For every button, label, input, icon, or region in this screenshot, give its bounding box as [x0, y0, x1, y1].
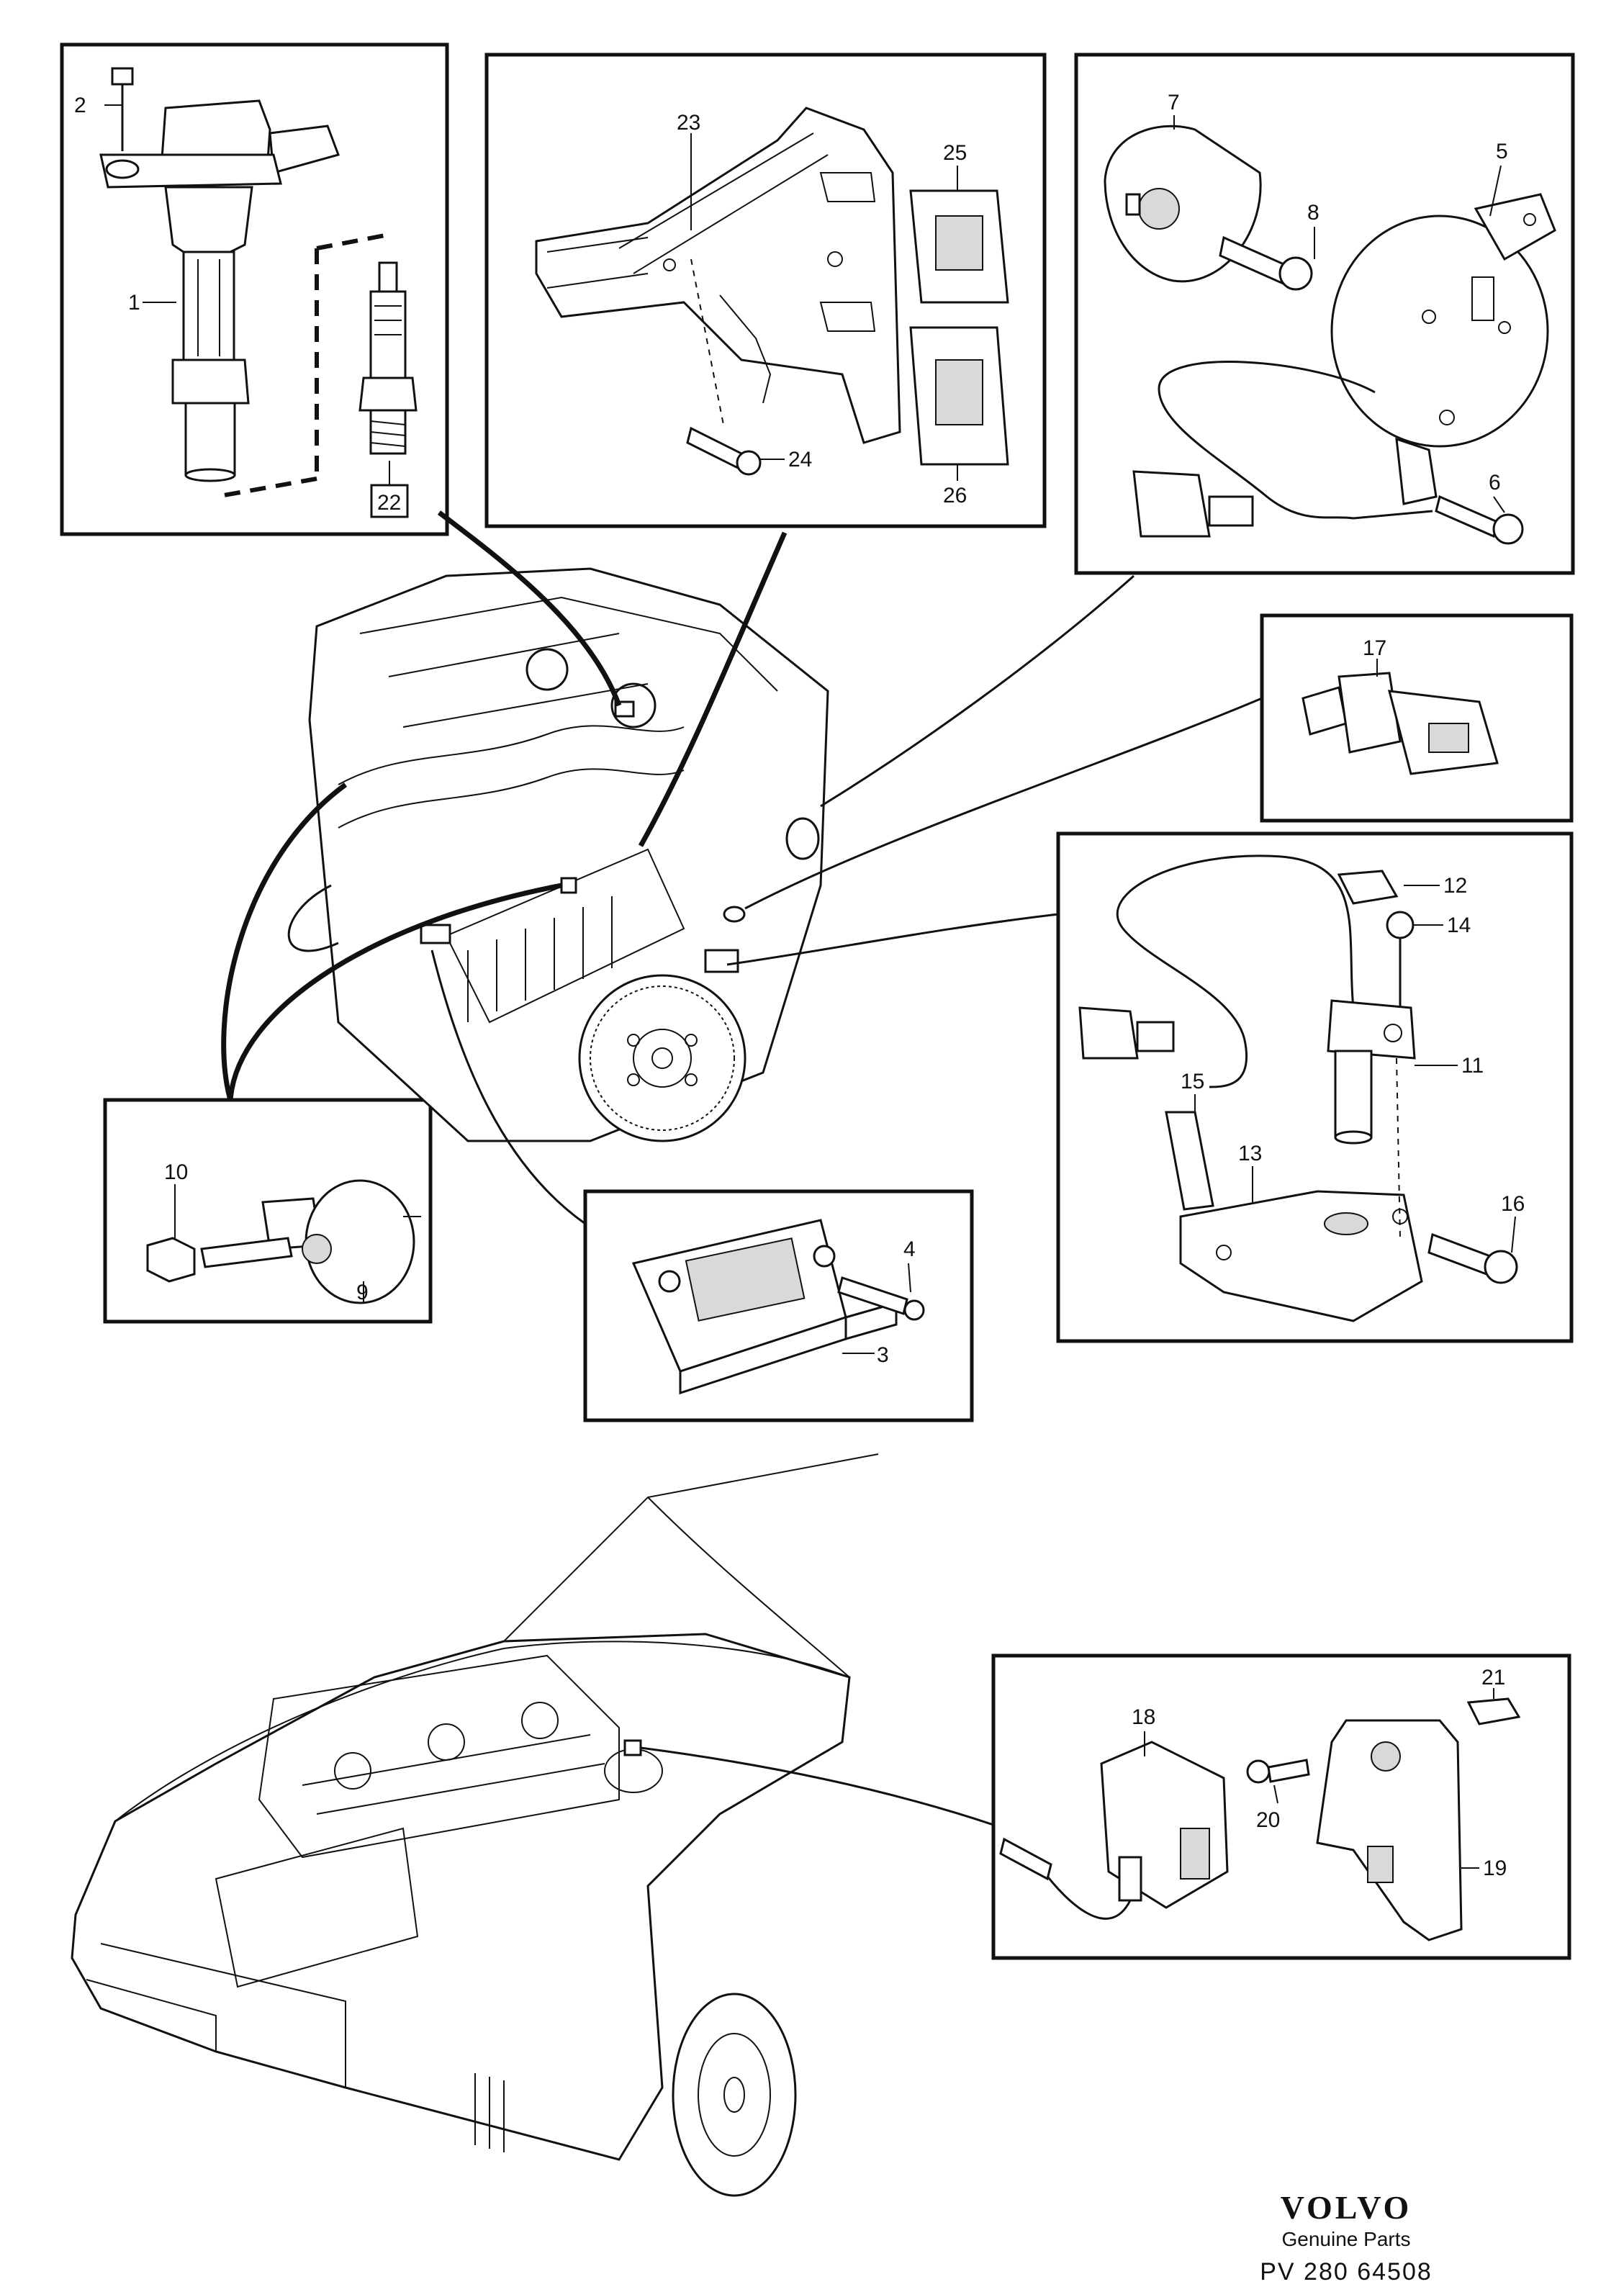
part-label: 17 — [1363, 636, 1386, 660]
part-label: 2 — [74, 94, 86, 117]
branding-subtitle: Genuine Parts — [1281, 2228, 1411, 2250]
box-bracket — [484, 53, 1047, 528]
part-label: 19 — [1483, 1856, 1507, 1880]
part-label: 26 — [943, 484, 967, 507]
part-label: 7 — [1168, 91, 1180, 114]
volvo-logo: VOLVO — [1280, 2189, 1412, 2226]
box-ignition-coil — [60, 42, 449, 536]
part-label: 6 — [1489, 471, 1501, 495]
engine-illustration — [308, 567, 829, 1142]
part-label: 11 — [1461, 1054, 1484, 1078]
box-crankshaft-sensor — [1056, 831, 1574, 1343]
part-label: 21 — [1481, 1666, 1505, 1689]
part-label: 20 — [1256, 1808, 1280, 1832]
part-label: 1 — [128, 291, 140, 315]
part-label: 8 — [1307, 201, 1320, 225]
part-label: 25 — [943, 141, 967, 165]
box-temperature-sensor — [1260, 613, 1574, 823]
callout-lines — [221, 510, 1263, 1225]
part-label: 16 — [1501, 1192, 1525, 1216]
box-camshaft-sensor — [1074, 53, 1575, 575]
box-knock-sensor — [103, 1098, 433, 1324]
part-label: 23 — [677, 111, 700, 135]
part-label: 15 — [1181, 1070, 1204, 1093]
part-label: 12 — [1443, 874, 1467, 898]
part-label: 10 — [164, 1160, 188, 1184]
part-label: 22 — [377, 491, 401, 515]
part-label: 5 — [1496, 140, 1508, 163]
car-illustration — [71, 1453, 994, 2197]
part-labels: 1 2 3 4 5 6 7 8 9 10 11 12 13 14 15 16 1… — [74, 91, 1525, 1880]
diagram-code: PV 280 64508 — [1260, 2258, 1433, 2286]
part-label: 24 — [788, 448, 812, 472]
part-label: 14 — [1447, 913, 1471, 937]
part-label: 13 — [1238, 1142, 1262, 1165]
part-label: 18 — [1132, 1705, 1155, 1729]
box-lower-module — [991, 1653, 1571, 1960]
part-label: 3 — [877, 1343, 889, 1367]
part-label: 9 — [356, 1281, 369, 1304]
box-control-module — [583, 1189, 974, 1422]
part-label: 4 — [903, 1237, 916, 1261]
branding-block: VOLVO Genuine Parts PV 280 64508 — [1238, 2188, 1454, 2286]
